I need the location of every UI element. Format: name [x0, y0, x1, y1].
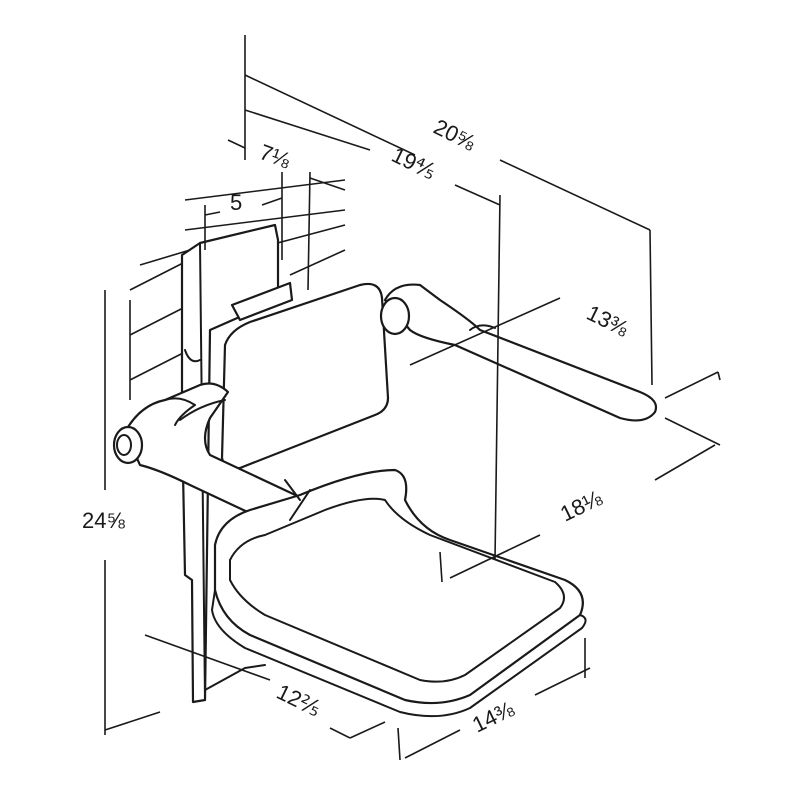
dim-depth-to-armrest-end: 19⅘: [388, 142, 440, 185]
dim-seat-depth: 12⅖: [273, 679, 325, 722]
seat: [213, 468, 584, 705]
dim-armrest-spacing: 13⅜: [583, 300, 633, 342]
dim-wall-to-backrest: 7⅛: [256, 139, 294, 173]
backrest-bracket: [230, 281, 294, 322]
right-armrest: [383, 283, 658, 422]
dim-wall-plate-depth: 5: [230, 190, 242, 215]
wall-mount-plate: [180, 223, 280, 704]
dim-overall-height: 24⅝: [82, 508, 125, 533]
dim-seat-width: 14⅜: [468, 696, 518, 738]
dim-seat-to-armrest-width: 18⅛: [556, 485, 606, 527]
dimension-lines: [104, 35, 721, 761]
dim-overall-depth: 20⅝: [430, 114, 480, 156]
